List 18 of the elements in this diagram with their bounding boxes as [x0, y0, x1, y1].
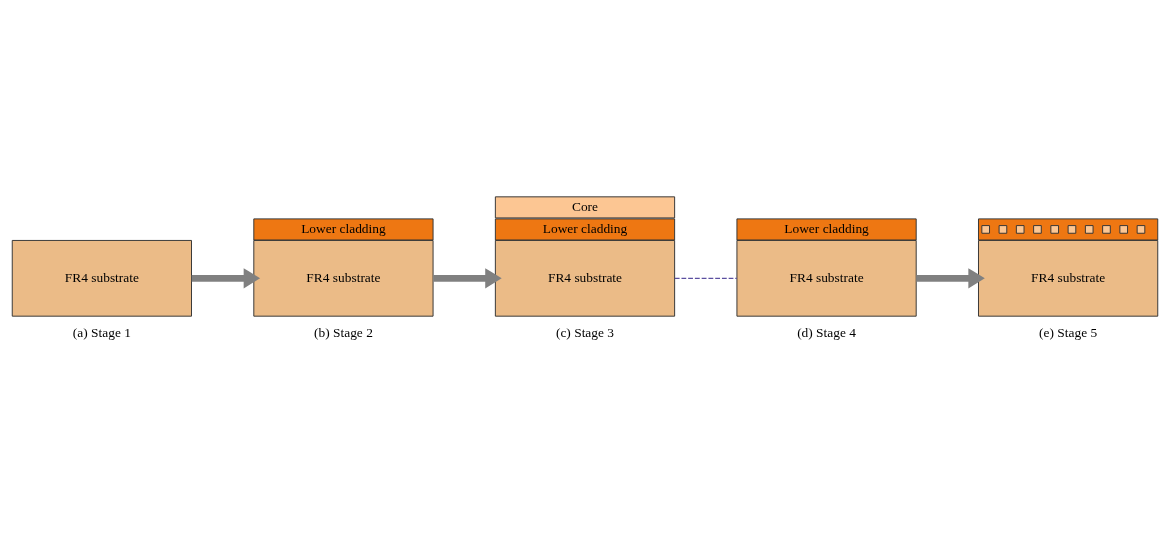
node-box: FR4 substrate: [736, 239, 917, 317]
node-label: (e) Stage 5: [1039, 325, 1098, 341]
arrow: [433, 268, 502, 289]
node-label: (c) Stage 3: [555, 325, 615, 341]
arrow: [916, 268, 985, 289]
node-label: (d) Stage 4: [797, 325, 856, 341]
node-box: FR4 substrate: [494, 239, 676, 317]
arrow: [191, 268, 261, 289]
connector: [674, 277, 738, 279]
node-box: Lower cladding: [253, 218, 434, 241]
node-label: (a) Stage 1: [72, 325, 131, 341]
node-box: Lower cladding: [736, 218, 917, 241]
node-box: Lower cladding: [494, 218, 676, 241]
node-box: FR4 substrate: [253, 239, 434, 317]
node-box: Core: [494, 196, 676, 219]
node-box: FR4 substrate: [11, 239, 192, 317]
node-box: FR4 substrate: [978, 239, 1159, 317]
node-label: (b) Stage 2: [314, 325, 373, 341]
